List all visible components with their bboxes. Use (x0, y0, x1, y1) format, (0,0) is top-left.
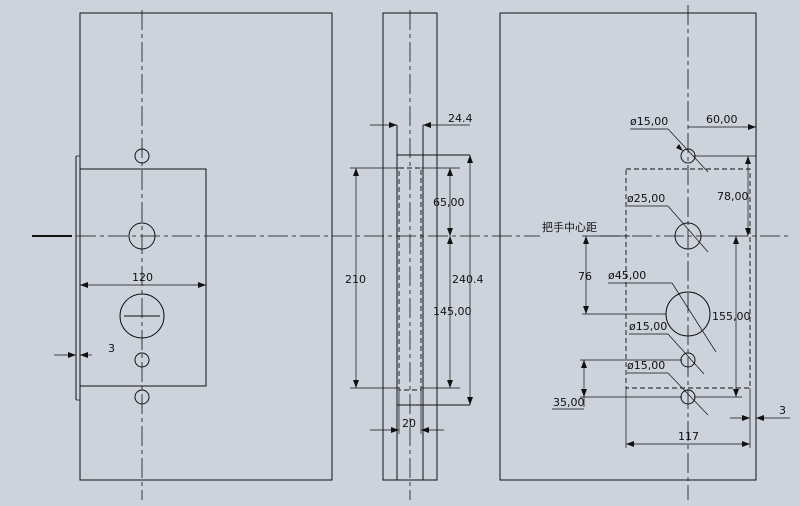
dim-front-offset: 3 (108, 342, 115, 355)
side-lock-case (398, 167, 422, 391)
dim-side-height-b: 240.4 (452, 273, 484, 286)
dim-right-offset-top: 60,00 (706, 113, 738, 126)
dim-right-edge: 3 (779, 404, 786, 417)
dim-front-width: 120 (132, 271, 153, 284)
dim-side-thickness: 24.4 (448, 112, 473, 125)
dim-hole-mid: ø15,00 (629, 320, 667, 333)
right-door-body (499, 12, 757, 481)
front-view: 120 3 (54, 10, 333, 500)
dim-side-width: 20 (402, 417, 416, 430)
dim-right-lower: 155,00 (712, 310, 751, 323)
right-lock-case (625, 168, 751, 389)
dim-hole-bottom: ø15,00 (627, 359, 665, 372)
dim-right-width: 117 (678, 430, 699, 443)
side-view: 24.4 65,00 210 145,00 240.4 20 (345, 10, 484, 500)
dim-side-upper: 65,00 (433, 196, 465, 209)
dim-hole-lock: ø45,00 (608, 269, 646, 282)
lock-case-opening (79, 168, 207, 387)
dim-right-upper: 78,00 (717, 190, 749, 203)
right-view: ø15,00 ø25,00 ø45,00 ø15,00 ø15,00 60,00… (499, 5, 790, 500)
dim-right-bottom: 35,00 (553, 396, 585, 409)
dim-side-lower: 145,00 (433, 305, 472, 318)
dim-hole-handle: ø25,00 (627, 192, 665, 205)
dim-hole-top: ø15,00 (630, 115, 668, 128)
handle-center-label: 把手中心距 (542, 220, 597, 234)
dim-right-spacing: 76 (578, 270, 592, 283)
right-hole-handle (674, 222, 702, 250)
dim-side-height-a: 210 (345, 273, 366, 286)
